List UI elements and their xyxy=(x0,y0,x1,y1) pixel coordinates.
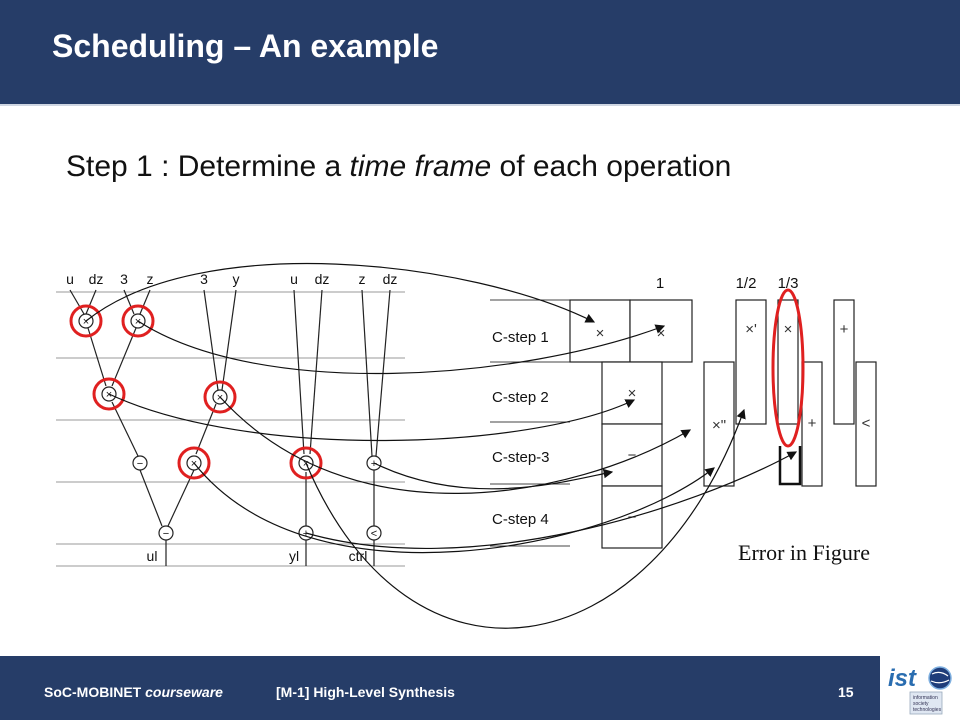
svg-text:×: × xyxy=(191,458,197,470)
less-node: < xyxy=(366,525,382,541)
logo-text: ist xyxy=(888,665,917,692)
input-label: 3 xyxy=(120,271,128,287)
highlight-circles xyxy=(69,304,323,480)
svg-text:+: + xyxy=(371,458,377,470)
input-label: u xyxy=(290,271,298,287)
box-op-symbol: ×' xyxy=(745,321,757,338)
error-bracket xyxy=(778,446,802,486)
step-heading: Step 1 : Determine a time frame of each … xyxy=(66,150,731,184)
box-op-symbol: + xyxy=(840,321,849,338)
highlight-circle xyxy=(289,446,323,480)
dfg-step-lines xyxy=(56,291,405,567)
footer-course-suffix: courseware xyxy=(145,684,223,700)
svg-text:×: × xyxy=(83,316,89,328)
svg-text:+: + xyxy=(303,528,309,540)
header-divider xyxy=(0,104,960,106)
step-emphasis: time frame xyxy=(349,150,492,183)
svg-text:−: − xyxy=(137,458,143,470)
box-op-symbol: ×" xyxy=(712,417,726,434)
output-label: ctrl xyxy=(349,548,368,564)
highlight-circle xyxy=(177,446,211,480)
minus-node: − xyxy=(132,455,148,471)
cstep-label: C-step-3 xyxy=(492,449,550,466)
footer-module: [M-1] High-Level Synthesis xyxy=(276,684,455,700)
logo-caption: society xyxy=(913,701,929,707)
svg-text:<: < xyxy=(371,528,377,540)
footer-bar xyxy=(0,656,880,720)
box-op-symbol: × xyxy=(628,385,637,402)
highlight-circle xyxy=(203,380,237,414)
column-label: 1/3 xyxy=(778,275,799,292)
cstep-lines xyxy=(490,299,570,547)
highlight-circle xyxy=(92,377,126,411)
cstep-label: C-step 1 xyxy=(492,329,549,346)
input-label: y xyxy=(233,271,240,287)
input-label: dz xyxy=(89,271,104,287)
box-op-symbol: − xyxy=(628,447,637,464)
input-label: 3 xyxy=(200,271,208,287)
ist-logo: ist information society technologies xyxy=(882,658,958,716)
timeframe-boxes xyxy=(569,299,877,549)
cstep-label: C-step 4 xyxy=(492,511,549,528)
svg-text:×: × xyxy=(135,316,141,328)
slide-title: Scheduling – An example xyxy=(52,28,439,64)
highlight-circle xyxy=(121,304,155,338)
box-op-symbol: < xyxy=(862,415,871,432)
box-op-symbol: × xyxy=(657,325,666,342)
logo-caption: technologies xyxy=(913,707,942,713)
title-bar: Scheduling – An example xyxy=(0,0,960,106)
cstep-label: C-step 2 xyxy=(492,389,549,406)
svg-text:×: × xyxy=(106,389,112,401)
step-prefix: Step 1 : Determine a xyxy=(66,150,350,183)
box-op-symbol: × xyxy=(784,321,793,338)
svg-text:−: − xyxy=(163,528,169,540)
scheduling-figure: u dz 3 z 3 y u dz z dz × × xyxy=(56,262,877,629)
footer-course-name: SoC-MOBINET xyxy=(44,684,142,700)
page-number: 15 xyxy=(838,684,854,700)
error-highlight-ellipse xyxy=(771,288,805,448)
output-label: ul xyxy=(147,548,158,564)
output-label: yl xyxy=(289,548,299,564)
box-op-symbol: + xyxy=(808,415,817,432)
highlight-circle xyxy=(69,304,103,338)
input-label: dz xyxy=(315,271,330,287)
dfg-edges xyxy=(69,289,391,566)
logo-caption: information xyxy=(913,695,938,701)
globe-icon xyxy=(928,666,952,690)
input-label: z xyxy=(147,271,154,287)
footer-course: SoC-MOBINET courseware xyxy=(44,684,223,700)
step-suffix: of each operation xyxy=(491,150,732,183)
minus-node: − xyxy=(158,525,174,541)
column-label: 1/2 xyxy=(736,275,757,292)
mapping-arrows xyxy=(85,262,798,629)
box-op-symbol: × xyxy=(596,325,605,342)
input-label: u xyxy=(66,271,74,287)
svg-text:×: × xyxy=(217,392,223,404)
input-label: z xyxy=(359,271,366,287)
input-label: dz xyxy=(383,271,398,287)
error-note: Error in Figure xyxy=(738,540,870,565)
column-label: 1 xyxy=(656,275,664,292)
